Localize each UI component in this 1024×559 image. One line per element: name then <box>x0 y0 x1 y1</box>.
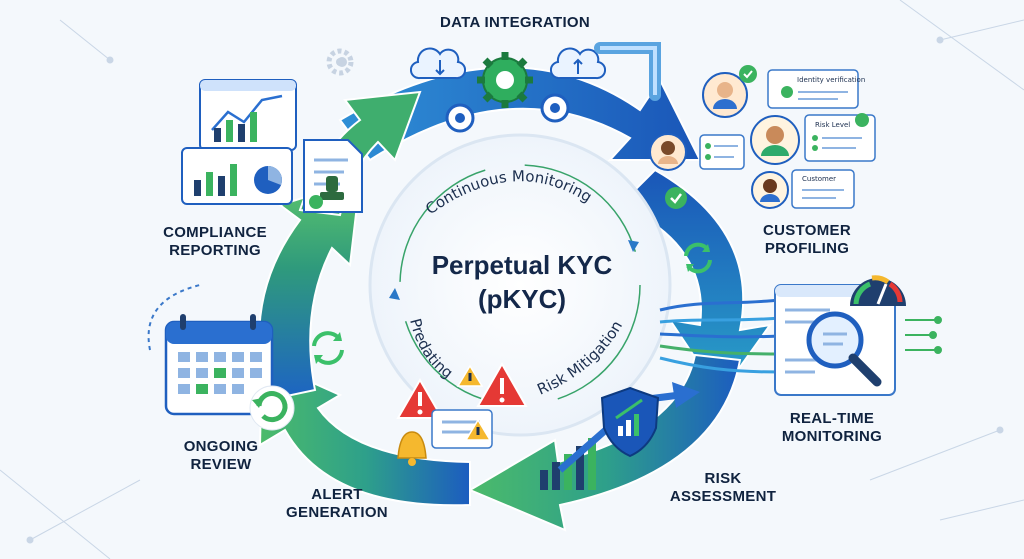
check-icon <box>665 187 687 209</box>
label-compliance-reporting: COMPLIANCE REPORTING <box>163 224 267 259</box>
gear-icon <box>445 103 475 133</box>
avatar-icon <box>751 171 789 209</box>
gear-icon <box>540 93 570 123</box>
avatar-icon <box>702 72 748 118</box>
compliance-reporting-icons <box>181 57 363 213</box>
gauge-icon <box>850 275 906 306</box>
profile-card-risk-level: Risk Level <box>804 113 876 162</box>
inner-arrow-left <box>389 288 400 300</box>
gear-icon <box>477 52 533 108</box>
risk-assessment-icons <box>540 382 700 490</box>
inner-arrow-right <box>628 240 639 252</box>
svg-text:Customer: Customer <box>802 175 836 183</box>
magnifier-icon <box>806 311 882 387</box>
data-integration-icons <box>326 42 661 133</box>
label-realtime-monitoring: REAL-TIME MONITORING <box>781 410 883 445</box>
inner-dashed-ring <box>399 164 641 406</box>
label-alert-generation: ALERT GENERATION <box>286 486 388 521</box>
center-circle <box>368 133 672 437</box>
label-data-integration: DATA INTEGRATION <box>439 14 591 31</box>
pipe-icon <box>594 42 661 101</box>
refresh-icon <box>684 242 712 274</box>
calendar-icon <box>164 314 274 416</box>
label-ongoing-review: ONGOING REVIEW <box>183 438 259 473</box>
svg-text:Risk Level: Risk Level <box>815 121 850 129</box>
alert-generation-icons <box>396 361 528 466</box>
data-streams <box>659 298 781 374</box>
profile-card-small <box>699 134 745 170</box>
shield-icon <box>600 386 660 458</box>
refresh-icon <box>249 385 295 431</box>
warning-icon <box>464 418 492 441</box>
gear-icon <box>337 57 347 67</box>
dashed-cycle-arc <box>147 284 201 351</box>
ongoing-review-icons <box>147 284 344 431</box>
stamp-icon <box>309 176 344 209</box>
ring-segment-risk-assessment <box>467 353 742 532</box>
label-risk-assessment: RISK ASSESSMENT <box>669 470 777 505</box>
refresh-icon <box>312 331 344 365</box>
center-title-line2: (pKYC) <box>477 284 567 314</box>
svg-text:Identity verification: Identity verification <box>797 76 865 84</box>
warning-icon <box>456 364 484 387</box>
label-customer-profiling: CUSTOMER PROFILING <box>763 222 851 257</box>
warning-icon <box>396 378 444 419</box>
signal-lines <box>905 316 942 354</box>
customer-profiling-icons: Identity verification Risk Level <box>649 65 876 274</box>
avatar-icon <box>750 115 800 165</box>
center-title-line1: Perpetual KYC <box>431 250 613 280</box>
cloud-icon <box>409 47 467 80</box>
realtime-monitoring-icons <box>659 275 942 396</box>
warning-icon <box>476 361 528 407</box>
cloud-icon <box>549 47 607 80</box>
avatar-icon <box>649 133 687 171</box>
profile-card-identity: Identity verification <box>767 69 865 109</box>
growth-chart-icon <box>540 382 700 490</box>
center-title: Perpetual KYC (pKYC) <box>392 248 652 316</box>
pie-chart-icon <box>254 166 282 194</box>
bell-icon <box>397 431 427 466</box>
profile-card-customer: Customer <box>791 169 855 209</box>
report-icon <box>199 79 297 151</box>
check-icon <box>739 65 757 83</box>
